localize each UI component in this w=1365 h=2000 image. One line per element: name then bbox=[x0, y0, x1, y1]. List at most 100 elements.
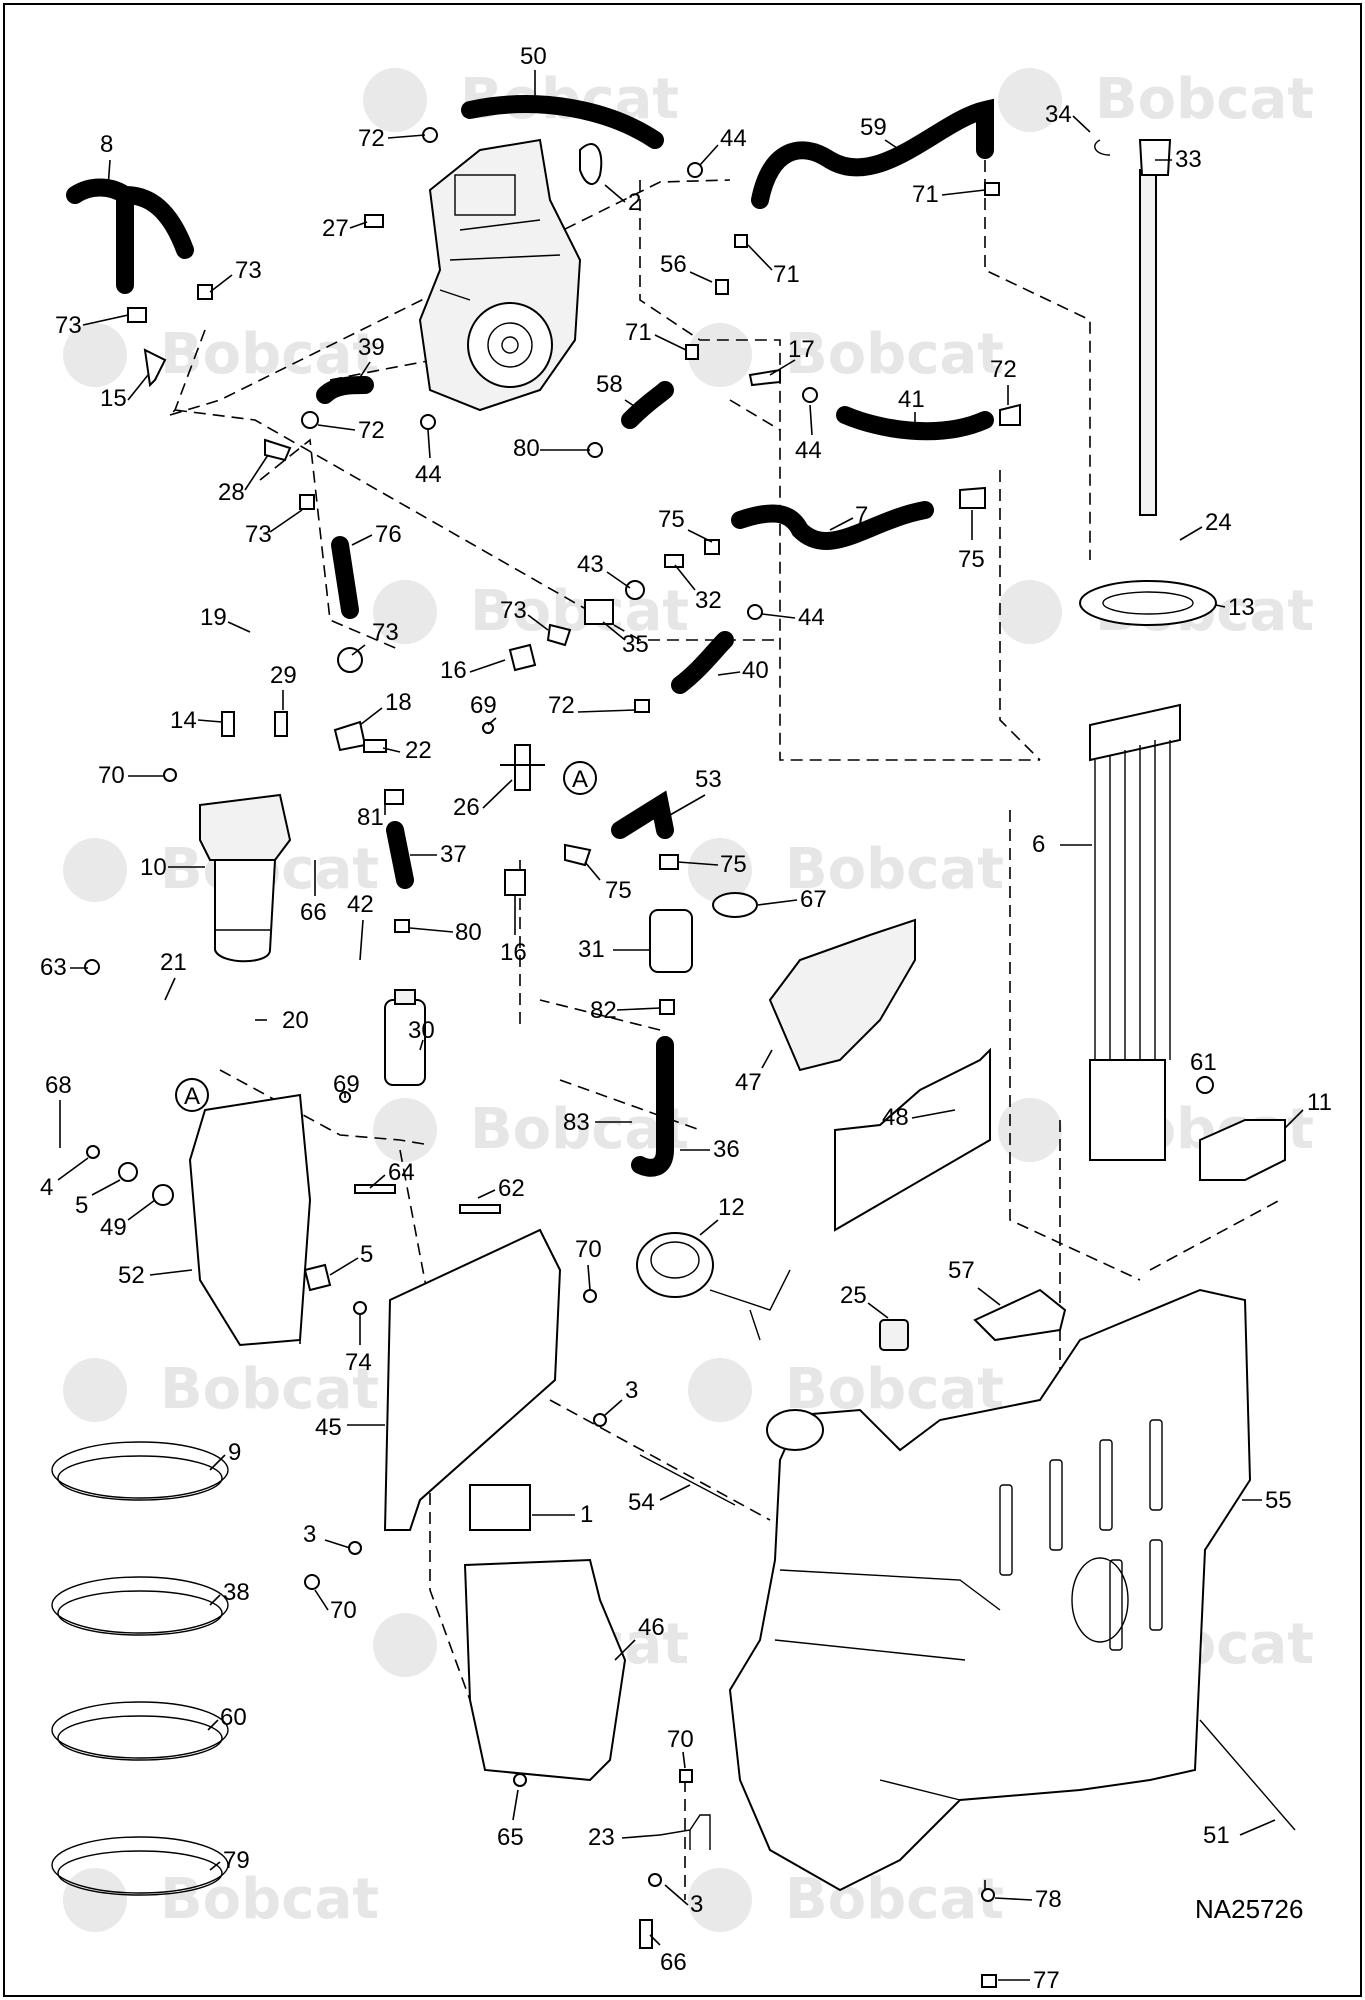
callout: 2 bbox=[604, 184, 641, 216]
svg-text:69: 69 bbox=[470, 692, 497, 719]
callout: 70 bbox=[314, 1589, 357, 1624]
svg-text:46: 46 bbox=[638, 1614, 665, 1641]
svg-text:59: 59 bbox=[860, 114, 887, 141]
svg-text:1: 1 bbox=[580, 1501, 593, 1528]
callout: 80 bbox=[409, 919, 482, 946]
callout: 72 bbox=[990, 356, 1017, 405]
callout: 43 bbox=[577, 551, 631, 589]
watermark-logo-icon bbox=[688, 838, 752, 902]
svg-text:23: 23 bbox=[588, 1824, 615, 1851]
hoses bbox=[66, 95, 994, 1177]
svg-text:42: 42 bbox=[347, 891, 374, 918]
svg-text:44: 44 bbox=[795, 437, 822, 464]
svg-text:16: 16 bbox=[440, 657, 467, 684]
callout: 72 bbox=[358, 125, 426, 152]
connector-label: A bbox=[184, 1083, 200, 1110]
watermark-logo-icon bbox=[63, 1868, 127, 1932]
callout: 39 bbox=[354, 334, 385, 386]
callout: 73 bbox=[245, 509, 303, 548]
callout: 44 bbox=[699, 125, 747, 166]
callout: 67 bbox=[757, 886, 827, 913]
callout: 37 bbox=[410, 841, 467, 868]
svg-text:83: 83 bbox=[563, 1109, 590, 1136]
callout: 24 bbox=[1179, 509, 1232, 541]
svg-text:37: 37 bbox=[440, 841, 467, 868]
diagram-frame bbox=[3, 3, 1362, 1997]
callout: 46 bbox=[614, 1614, 665, 1661]
svg-text:66: 66 bbox=[300, 899, 327, 926]
watermark-text: Bobcat bbox=[785, 837, 1004, 902]
callout: 23 bbox=[588, 1824, 661, 1851]
callout: 10 bbox=[140, 854, 205, 881]
svg-text:5: 5 bbox=[75, 1192, 88, 1219]
svg-text:4: 4 bbox=[40, 1174, 53, 1201]
hose-39 bbox=[316, 376, 374, 404]
callout: 30 bbox=[408, 1017, 435, 1051]
callout: 41 bbox=[898, 386, 925, 428]
callout: 3 bbox=[604, 1377, 638, 1416]
svg-text:44: 44 bbox=[798, 604, 825, 631]
callout: 9 bbox=[209, 1439, 241, 1471]
svg-text:17: 17 bbox=[788, 336, 815, 363]
callout: 8 bbox=[100, 131, 113, 189]
callout: 14 bbox=[170, 707, 223, 734]
hose-8-left bbox=[66, 178, 134, 294]
engine-block bbox=[418, 138, 582, 412]
shield-47 bbox=[768, 918, 916, 1072]
callout: 70 bbox=[667, 1726, 694, 1769]
callout: 70 bbox=[575, 1236, 602, 1291]
svg-text:9: 9 bbox=[228, 1439, 241, 1466]
svg-text:73: 73 bbox=[500, 597, 527, 624]
svg-text:5: 5 bbox=[360, 1241, 373, 1268]
hose-coil-9 bbox=[51, 1441, 229, 1501]
svg-text:25: 25 bbox=[840, 1282, 867, 1309]
svg-text:53: 53 bbox=[695, 766, 722, 793]
svg-text:77: 77 bbox=[1033, 1967, 1060, 1994]
hose-7 bbox=[731, 501, 934, 550]
callout: 57 bbox=[948, 1257, 1001, 1306]
svg-text:20: 20 bbox=[282, 1007, 309, 1034]
watermark-logo-icon bbox=[63, 323, 127, 387]
svg-text:75: 75 bbox=[658, 506, 685, 533]
watermark-text: Bobcat bbox=[785, 322, 1004, 387]
svg-text:57: 57 bbox=[948, 1257, 975, 1284]
watermark-text: Bobcat bbox=[160, 1867, 379, 1932]
svg-text:15: 15 bbox=[100, 385, 127, 412]
callout: 44 bbox=[795, 404, 822, 464]
hose-40 bbox=[671, 631, 734, 694]
svg-text:55: 55 bbox=[1265, 1487, 1292, 1514]
callout: 50 bbox=[520, 43, 547, 100]
callout: 35 bbox=[602, 621, 649, 658]
callout: 70 bbox=[98, 762, 163, 789]
callout: 11 bbox=[1284, 1089, 1332, 1129]
svg-text:69: 69 bbox=[333, 1071, 360, 1098]
callout: 25 bbox=[840, 1282, 889, 1319]
shield-48 bbox=[834, 1047, 991, 1232]
bracket-11 bbox=[1199, 1119, 1286, 1181]
svg-text:70: 70 bbox=[330, 1597, 357, 1624]
svg-text:29: 29 bbox=[270, 662, 297, 689]
svg-text:73: 73 bbox=[235, 257, 262, 284]
rod-51 bbox=[1199, 1719, 1296, 1831]
callout: 51 bbox=[1203, 1819, 1276, 1849]
callout: 31 bbox=[578, 936, 650, 963]
svg-text:7: 7 bbox=[855, 502, 868, 529]
svg-text:14: 14 bbox=[170, 707, 197, 734]
svg-text:71: 71 bbox=[625, 319, 652, 346]
callout: 21 bbox=[160, 949, 187, 1001]
callout: 4 bbox=[40, 1157, 89, 1201]
callout: 72 bbox=[548, 692, 636, 719]
callout: 1 bbox=[532, 1501, 593, 1528]
svg-text:54: 54 bbox=[628, 1489, 655, 1516]
svg-text:3: 3 bbox=[303, 1521, 316, 1548]
svg-text:72: 72 bbox=[358, 417, 385, 444]
hose-8-right bbox=[116, 186, 194, 259]
callout: 55 bbox=[1242, 1487, 1292, 1514]
svg-text:81: 81 bbox=[357, 804, 384, 831]
watermark-logo-icon bbox=[688, 1358, 752, 1422]
hose-53 bbox=[611, 790, 674, 839]
callout: 73 bbox=[500, 597, 549, 631]
svg-text:35: 35 bbox=[622, 631, 649, 658]
svg-text:31: 31 bbox=[578, 936, 605, 963]
callout: 59 bbox=[860, 114, 901, 151]
